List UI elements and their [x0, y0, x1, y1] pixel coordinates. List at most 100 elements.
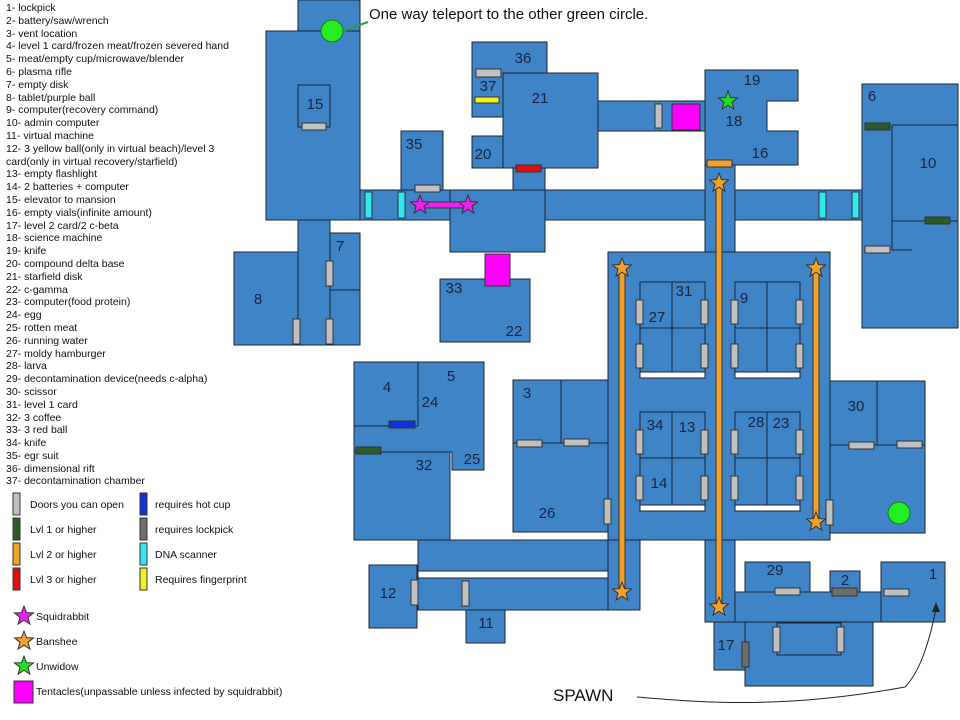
item-list-entry: 26- running water [6, 334, 88, 347]
item-list-entry: 17- level 2 card/2 c-beta [6, 219, 119, 232]
room-label-r36: 36 [515, 50, 532, 67]
room-label-r32: 32 [416, 457, 433, 474]
item-list-entry: 10- admin computer [6, 117, 100, 130]
room-label-r16: 16 [752, 145, 769, 162]
item-list-entry: 16- empty vials(infinite amount) [6, 206, 152, 219]
room-label-r1: 1 [929, 566, 937, 583]
room-label-r3: 3 [523, 385, 531, 402]
room-label-r12: 12 [380, 585, 397, 602]
legend-swatch [12, 567, 21, 591]
item-list-entry: 22- c-gamma [6, 283, 68, 296]
room-label-r4: 4 [383, 379, 391, 396]
room-label-r7: 7 [336, 238, 344, 255]
room-label-r11: 11 [478, 615, 494, 632]
room-label-r6: 6 [868, 88, 876, 105]
legend-lvl3: Lvl 3 or higher [30, 574, 97, 586]
room-label-r13: 13 [679, 419, 696, 436]
room-label-r17: 17 [718, 637, 735, 654]
room-label-r20: 20 [475, 146, 492, 163]
item-list-entry: 5- meat/empty cup/microwave/blender [6, 53, 184, 66]
item-list-entry: 24- egg [6, 309, 42, 322]
item-list-entry: 15- elevator to mansion [6, 193, 116, 206]
legend-squidrabbit: Squidrabbit [36, 611, 90, 623]
room-label-r23: 23 [773, 415, 790, 432]
room-label-r31: 31 [676, 283, 693, 300]
room-label-r18: 18 [726, 113, 743, 130]
room-label-r30: 30 [848, 398, 865, 415]
legend-unwidow: Unwidow [36, 661, 79, 673]
room-label-r35: 35 [406, 136, 423, 153]
room-label-r33: 33 [446, 280, 463, 297]
item-list-entry: 7- empty disk [6, 78, 69, 91]
legend-swatch [12, 517, 21, 541]
room-label-r14: 14 [651, 475, 668, 492]
item-list-entry: 30- scissor [6, 385, 57, 398]
teleport-circles [320, 19, 911, 525]
legend-swatch [139, 517, 148, 541]
banshee-star-icon [805, 510, 827, 532]
legend-tentacles: Tentacles(unpassable unless infected by … [36, 686, 283, 698]
squidrabbit-star-icon [457, 193, 479, 215]
item-list-entry: 32- 3 coffee [6, 411, 62, 424]
item-list-entry: 1- lockpick [6, 2, 56, 14]
room-label-r19: 19 [744, 72, 761, 89]
room-label-r28: 28 [748, 414, 765, 431]
legend-unwidow-icon [13, 654, 35, 676]
teleport-note: One way teleport to the other green circ… [369, 6, 649, 23]
room-label-r22: 22 [506, 323, 523, 340]
item-list-entry: 11- virtual machine [6, 129, 94, 142]
item-list-entry: 28- larva [6, 360, 47, 373]
item-list-entry: 29- decontamination device(needs c-alpha… [6, 373, 208, 386]
room-label-r24: 24 [422, 394, 439, 411]
legend-swatch [139, 567, 148, 591]
item-list-entry: 6- plasma rifle [6, 65, 72, 78]
legend-lvl2: Lvl 2 or higher [30, 549, 97, 561]
item-list-entry: 9- computer(recovery command) [6, 104, 159, 117]
item-list-entry: 33- 3 red ball [6, 424, 68, 437]
legend-swatch [12, 492, 21, 516]
item-list-entry: 37- decontamination chamber [6, 475, 145, 488]
room-label-r21: 21 [532, 90, 549, 107]
item-list-entry: 18- science machine [6, 232, 103, 245]
item-list-entry: 31- level 1 card [6, 398, 78, 411]
item-list-entry: 4- level 1 card/frozen meat/frozen sever… [6, 40, 229, 53]
room-label-r8: 8 [254, 291, 262, 308]
inner-rooms [639, 281, 801, 506]
room-label-r2: 2 [841, 572, 849, 589]
item-list-entry: 2- battery/saw/wrench [6, 14, 109, 27]
room-label-r10: 10 [920, 155, 937, 172]
item-list-entry: 25- rotten meat [6, 321, 78, 334]
legend-swatch [139, 542, 148, 566]
item-list-entry: 14- 2 batteries + computer [6, 181, 129, 194]
wall-strips [417, 371, 801, 579]
item-list-entry: 27- moldy hamburger [6, 347, 106, 360]
banshee-star-icon [805, 256, 827, 278]
item-list-entry: 13- empty flashlight [6, 168, 98, 181]
banshee-star-icon [708, 171, 730, 193]
doors [292, 68, 951, 668]
banshee-star-icon [611, 580, 633, 602]
legend-squidrabbit-icon [13, 604, 35, 626]
unwidow-star-icon [717, 89, 739, 111]
item-list-entry: 12- 3 yellow ball(only in virtual beach)… [6, 142, 215, 168]
room-label-r29: 29 [767, 562, 784, 579]
item-list-entry: 34- knife [6, 437, 47, 450]
legend-swatch [139, 492, 148, 516]
spawn-label: SPAWN [553, 686, 614, 705]
room-label-r25: 25 [464, 451, 481, 468]
legend-dna: DNA scanner [155, 549, 217, 561]
banshee-star-icon [611, 256, 633, 278]
legend-swatch [12, 542, 21, 566]
legend-banshee: Banshee [36, 636, 78, 648]
legend-banshee-icon [13, 629, 35, 651]
item-list-entry: 36- dimensional rift [6, 462, 95, 475]
item-list-entry: 3- vent location [6, 27, 78, 40]
item-list-entry: 8- tablet/purple ball [6, 91, 96, 104]
squidrabbit-star-icon [409, 193, 431, 215]
item-list-entry: 35- egr suit [6, 449, 59, 462]
room-label-r15: 15 [307, 96, 324, 113]
rooms [233, 0, 959, 687]
